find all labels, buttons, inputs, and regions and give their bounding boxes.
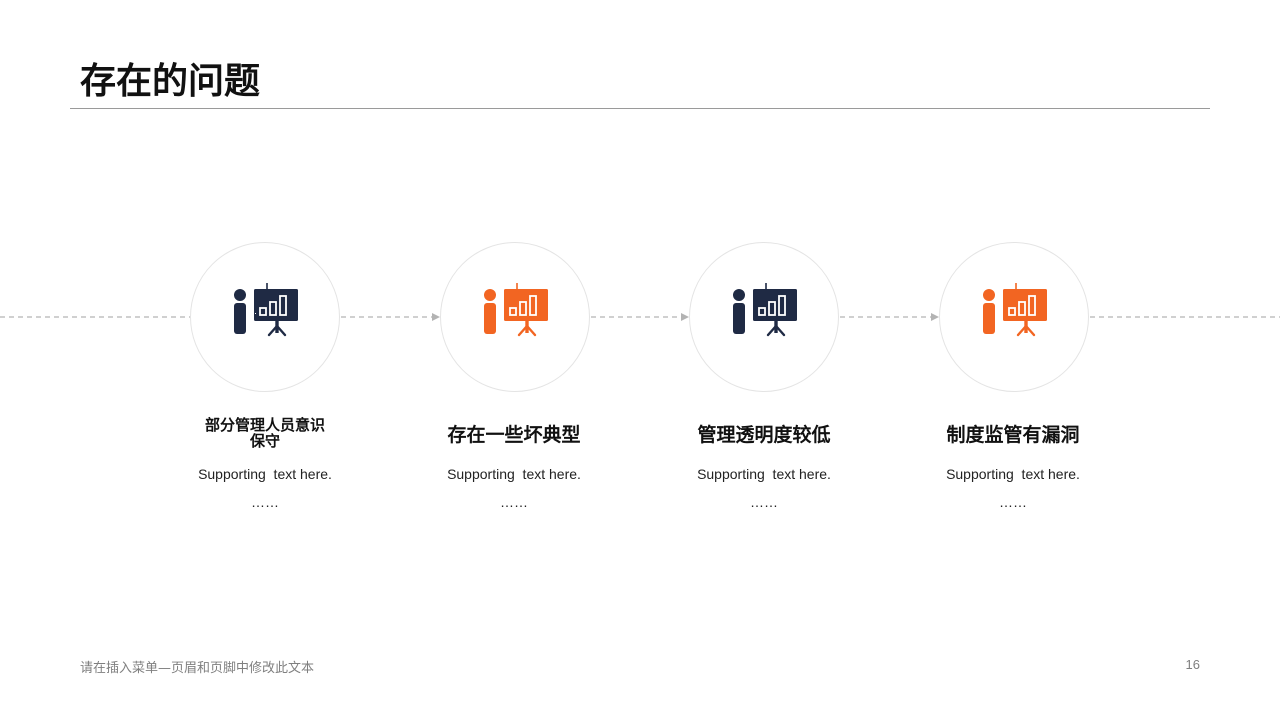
title-divider [70,108,1210,109]
presenter-chart-icon [983,283,1047,337]
presenter-chart-icon [484,283,548,337]
step-support-text-1: Supporting text here. [198,466,332,482]
step-title-1: 部分管理人员意识保守 [204,416,325,450]
step-ellipsis-4: …… [999,494,1027,510]
presenter-chart-icon [234,283,298,337]
slide-title: 存在的问题 [80,61,261,102]
step-circle-2 [440,242,590,392]
footer-text: 请在插入菜单—页眉和页脚中修改此文本 [80,661,315,676]
step-support-text-2: Supporting text here. [447,466,581,482]
arrow-head-icon [432,313,440,321]
step-circle-3 [689,242,839,392]
step-title-4: 制度监管有漏洞 [946,424,1080,446]
step-circle-4 [939,242,1089,392]
arrow-head-icon [931,313,939,321]
step-circle-1 [190,242,340,392]
presenter-chart-icon [733,283,797,337]
step-support-text-3: Supporting text here. [697,466,831,482]
step-title-3: 管理透明度较低 [697,424,831,446]
step-ellipsis-3: …… [750,494,778,510]
page-number: 16 [1185,657,1200,672]
step-title-2: 存在一些坏典型 [447,424,581,446]
step-ellipsis-2: …… [500,494,528,510]
step-support-text-4: Supporting text here. [946,466,1080,482]
arrow-head-icon [681,313,689,321]
step-ellipsis-1: …… [251,494,279,510]
